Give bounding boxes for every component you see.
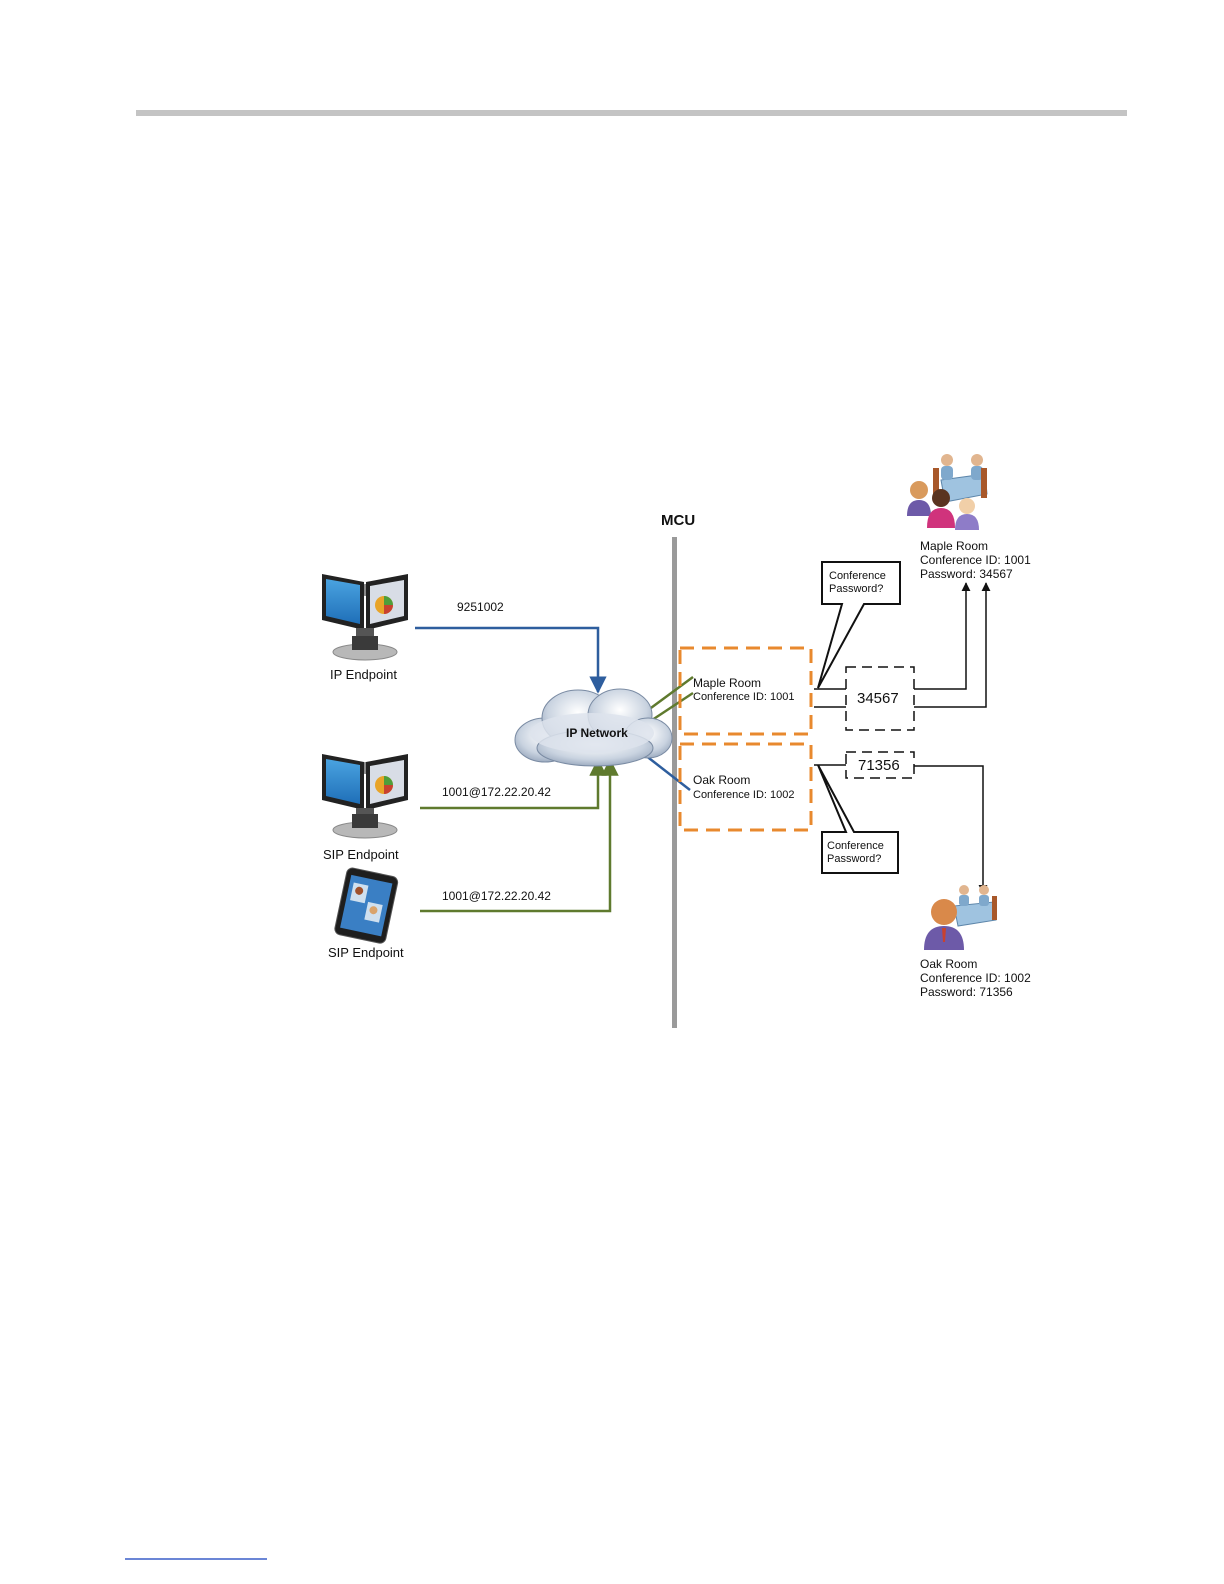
sip-endpoint-1-link xyxy=(420,758,607,810)
header-rule xyxy=(136,110,1127,116)
oak-conference-name: Oak Room xyxy=(693,773,750,787)
maple-conference-id: Conference ID: 1001 xyxy=(693,691,795,703)
maple-room-id: Conference ID: 1001 xyxy=(920,553,1031,567)
dial-string-3: 1001@172.22.20.42 xyxy=(442,889,551,903)
maple-password-entry-box xyxy=(845,666,915,731)
oak-password-entry: 71356 xyxy=(858,757,900,774)
maple-room-arrow-2 xyxy=(914,582,991,708)
meeting-room-icon xyxy=(924,885,997,950)
endpoint-label-2: SIP Endpoint xyxy=(323,847,399,862)
oak-conference-id: Conference ID: 1002 xyxy=(693,789,795,801)
endpoint-label-1: IP Endpoint xyxy=(330,667,397,682)
ip-endpoint-link xyxy=(415,626,607,694)
svg-text:Password?: Password? xyxy=(829,583,883,595)
svg-text:Password?: Password? xyxy=(827,853,881,865)
svg-text:Conference: Conference xyxy=(829,570,886,582)
oak-room-arrow xyxy=(914,765,988,894)
svg-text:Conference: Conference xyxy=(827,840,884,852)
dial-string-1: 9251002 xyxy=(457,600,504,614)
maple-conference-name: Maple Room xyxy=(693,676,761,690)
oak-password-prompt: Conference Password? xyxy=(817,764,899,874)
video-endpoint-icon xyxy=(322,754,408,839)
maple-password-prompt: Conference Password? xyxy=(817,561,901,689)
oak-room-name: Oak Room xyxy=(920,957,977,971)
oak-conference-box xyxy=(678,742,813,832)
sip-endpoint-2-link xyxy=(420,758,619,913)
endpoint-label-3: SIP Endpoint xyxy=(328,945,404,960)
dial-string-2: 1001@172.22.20.42 xyxy=(442,785,551,799)
maple-password-entry: 34567 xyxy=(857,690,899,707)
network-label: IP Network xyxy=(566,726,628,740)
cloud-icon xyxy=(514,688,673,767)
mcu-label: MCU xyxy=(661,512,695,529)
oak-password-entry-box xyxy=(845,751,915,779)
meeting-room-icon xyxy=(907,454,988,530)
maple-room-name: Maple Room xyxy=(920,539,988,553)
cloud-to-oak-link xyxy=(644,754,691,791)
maple-room-password: Password: 34567 xyxy=(920,567,1013,581)
oak-room-password: Password: 71356 xyxy=(920,985,1013,999)
mcu-bar xyxy=(672,537,677,1028)
oak-room-id: Conference ID: 1002 xyxy=(920,971,1031,985)
video-endpoint-icon xyxy=(322,574,408,661)
tablet-endpoint-icon xyxy=(334,867,399,944)
maple-room-arrow-1 xyxy=(914,582,971,690)
